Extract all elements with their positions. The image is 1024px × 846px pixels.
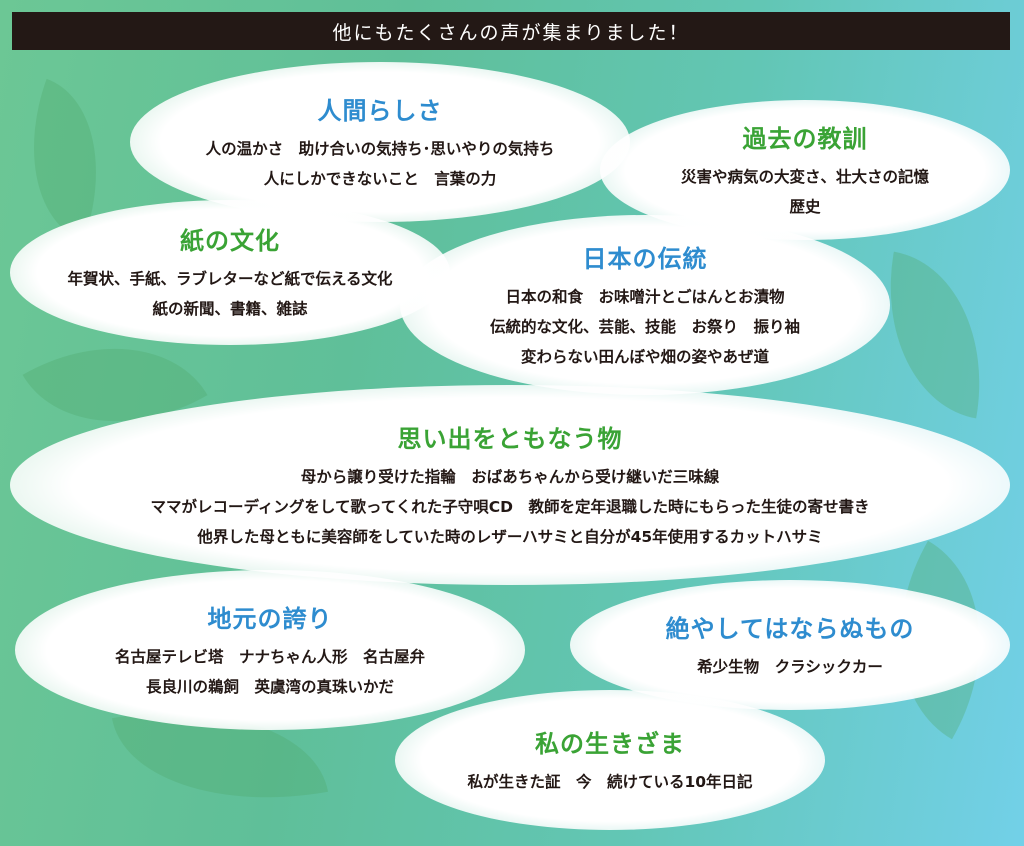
- bubble-humanity: 人間らしさ 人の温かさ 助け合いの気持ち･思いやりの気持ち 人にしかできないこと…: [130, 62, 630, 222]
- bubble-title: 過去の教訓: [742, 124, 868, 153]
- bubble-title: 思い出をともなう物: [397, 424, 623, 453]
- bubble-line: 長良川の鵜飼 英虞湾の真珠いかだ: [145, 677, 394, 696]
- bubble-line: 歴史: [789, 197, 821, 216]
- leaf-decoration: [867, 251, 1003, 419]
- bubble-japanese-tradition: 日本の伝統 日本の和食 お味噌汁とごはんとお漬物 伝統的な文化、芸能、技能 お祭…: [400, 215, 890, 395]
- bubble-local-pride: 地元の誇り 名古屋テレビ塔 ナナちゃん人形 名古屋弁 長良川の鵜飼 英虞湾の真珠…: [15, 570, 525, 730]
- bubble-title: 私の生きざま: [535, 729, 685, 758]
- bubble-line: 人にしかできないこと 言葉の力: [263, 169, 497, 188]
- bubble-line: 紙の新聞、書籍、雑誌: [152, 300, 308, 318]
- bubble-must-not-vanish: 絶やしてはならぬもの 希少生物 クラシックカー: [570, 580, 1010, 710]
- bubble-way-of-life: 私の生きざま 私が生きた証 今 続けている10年日記: [395, 690, 825, 830]
- bubble-line: 伝統的な文化、芸能、技能 お祭り 振り袖: [489, 317, 800, 336]
- bubble-memories: 思い出をともなう物 母から譲り受けた指輪 おばあちゃんから受け継いだ三味線 ママ…: [10, 385, 1010, 585]
- bubble-line: 人の温かさ 助け合いの気持ち･思いやりの気持ち: [205, 139, 555, 158]
- bubble-line: 母から譲り受けた指輪 おばあちゃんから受け継いだ三味線: [300, 467, 720, 486]
- bubble-line: 災害や病気の大変さ、壮大さの記憶: [680, 167, 929, 186]
- bubble-title: 日本の伝統: [582, 244, 708, 273]
- bubble-paper-culture: 紙の文化 年賀状、手紙、ラブレターなど紙で伝える文化 紙の新聞、書籍、雑誌: [10, 200, 450, 345]
- bubble-title: 人間らしさ: [317, 96, 443, 125]
- bubble-line: 名古屋テレビ塔 ナナちゃん人形 名古屋弁: [114, 647, 425, 666]
- bubble-line: 希少生物 クラシックカー: [697, 657, 883, 676]
- bubble-title: 絶やしてはならぬもの: [665, 614, 915, 643]
- bubble-line: 私が生きた証 今 続けている10年日記: [467, 772, 753, 791]
- bubble-line: 変わらない田んぼや畑の姿やあぜ道: [520, 347, 769, 366]
- banner-title: 他にもたくさんの声が集まりました！: [12, 12, 1010, 50]
- bubble-line: ママがレコーディングをして歌ってくれた子守唄CD 教師を定年退職した時にもらった…: [150, 497, 870, 516]
- bubble-title: 紙の文化: [180, 227, 280, 255]
- bubble-line: 日本の和食 お味噌汁とごはんとお漬物: [505, 287, 785, 306]
- bubble-line: 年賀状、手紙、ラブレターなど紙で伝える文化: [67, 270, 393, 288]
- bubble-line: 他界した母ともに美容師をしていた時のレザーハサミと自分が45年使用するカットハサ…: [197, 527, 823, 546]
- bubble-title: 地元の誇り: [207, 604, 333, 633]
